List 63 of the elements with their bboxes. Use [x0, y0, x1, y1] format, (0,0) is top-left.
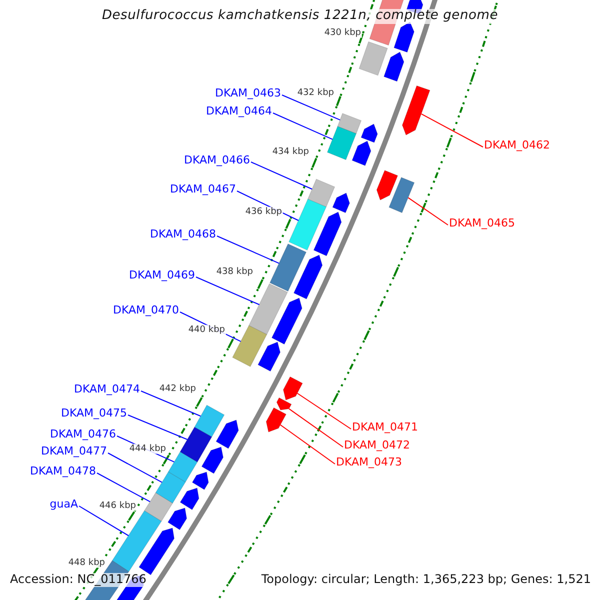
gene-label: DKAM_0463 — [215, 88, 281, 100]
tick-label: 448 kbp — [67, 558, 106, 568]
leader-line — [196, 276, 260, 306]
gene-block — [194, 404, 225, 438]
tick-label: 440 kbp — [187, 324, 226, 336]
tick-label: 432 kbp — [296, 88, 335, 98]
leader-line — [408, 197, 448, 226]
gene-block — [248, 283, 288, 335]
gene-block — [307, 178, 336, 208]
gene-shape — [282, 376, 303, 400]
gene-block — [288, 198, 327, 250]
accession-text: Accession: NC_011766 — [8, 573, 148, 587]
gene-block — [337, 113, 362, 134]
tick-label: 446 kbp — [98, 500, 137, 512]
leader-line — [96, 472, 151, 502]
gene-label: DKAM_0469 — [129, 270, 195, 282]
gene-shape — [402, 85, 430, 136]
tick-label: 438 kbp — [215, 266, 254, 278]
gene-label: DKAM_0462 — [484, 140, 550, 152]
tick-label: 442 kbp — [158, 384, 197, 394]
tick-label: 444 kbp — [128, 444, 167, 454]
title: Desulfurococcus kamchatkensis 1221n, complete genome — [102, 8, 498, 23]
gene-label: DKAM_0471 — [352, 422, 418, 434]
tick-label: 436 kbp — [244, 206, 283, 218]
gene-block — [155, 471, 186, 504]
gene-block — [270, 244, 307, 292]
gene-label: DKAM_0477 — [41, 446, 107, 458]
gene-label: DKAM_0478 — [30, 466, 96, 478]
gene-block — [388, 177, 415, 214]
gene-label: DKAM_0473 — [336, 456, 402, 470]
gene-block — [112, 510, 162, 572]
leader-line — [78, 506, 130, 536]
gene-label: DKAM_0468 — [150, 228, 216, 242]
leader-line — [216, 236, 280, 264]
gene-block — [232, 325, 268, 367]
gene-shape — [276, 397, 292, 410]
gene-label: guaA — [50, 498, 78, 512]
leader-line — [296, 392, 352, 430]
gene-block — [326, 126, 357, 160]
gene-label: DKAM_0474 — [74, 384, 140, 396]
gene-block — [168, 451, 198, 483]
leader-line — [108, 452, 162, 483]
gene-label: DKAM_0470 — [113, 304, 179, 318]
gene-block — [144, 492, 174, 522]
leader-line — [272, 112, 333, 140]
leader-line — [280, 424, 336, 464]
leader-line — [140, 390, 202, 417]
tick-label: 434 kbp — [271, 146, 310, 158]
tick-label: 430 kbp — [323, 28, 362, 38]
gene-label: DKAM_0475 — [61, 408, 127, 420]
leader-line — [288, 408, 344, 448]
leader-line — [250, 162, 313, 190]
gene-label: DKAM_0465 — [449, 218, 515, 230]
gene-label: DKAM_0476 — [50, 428, 116, 442]
leader-line — [420, 113, 484, 148]
gene-label: DKAM_0467 — [170, 184, 236, 196]
leader-line — [128, 414, 188, 440]
gene-label: DKAM_0472 — [344, 440, 410, 452]
leader-line — [282, 94, 341, 120]
genome-info-text: Topology: circular; Length: 1,365,223 bp; Genes: 1,521 — [259, 573, 593, 587]
gene-label: DKAM_0464 — [206, 106, 272, 118]
gene-block — [180, 426, 212, 463]
gene-label: DKAM_0466 — [184, 154, 250, 168]
